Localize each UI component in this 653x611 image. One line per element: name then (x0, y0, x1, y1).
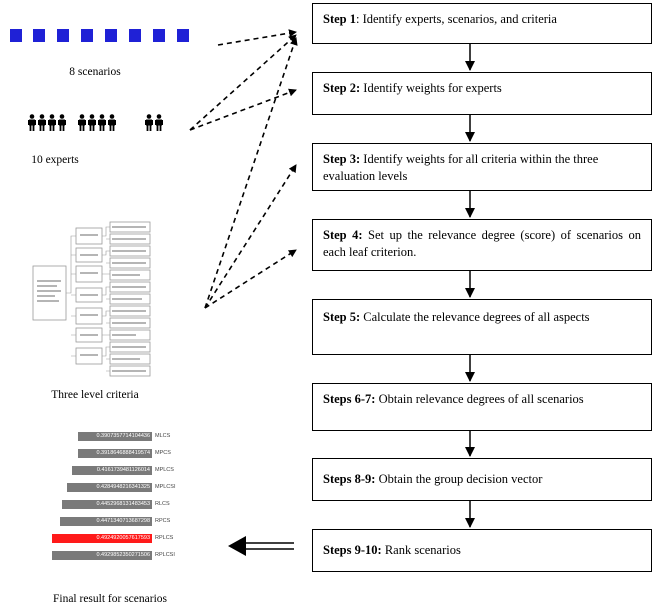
step-text: Obtain the group decision vector (375, 472, 543, 486)
dashed-arrow (204, 164, 297, 309)
result-bar: 0.4929852350271506 (52, 551, 152, 560)
step-label: Step 3: (323, 152, 361, 166)
scenario-square (129, 29, 141, 42)
result-bar: 0.4284948216341325 (67, 483, 152, 492)
step-8-9-box: Steps 8-9: Obtain the group decision vec… (312, 458, 652, 501)
result-bar-label: MPCS (155, 450, 171, 456)
step-1-box: Step 1: Identify experts, scenarios, and… (312, 3, 652, 44)
result-bar: 0.4452968131483453 (62, 500, 152, 509)
step-label: Steps 6-7: (323, 392, 376, 406)
step-label: Step 1 (323, 12, 356, 26)
result-bar-label: RPCS (155, 518, 171, 524)
dashed-arrow (217, 29, 297, 46)
step-text: Obtain relevance degrees of all scenario… (375, 392, 584, 406)
result-bar-label: MLCS (155, 433, 171, 439)
step-label: Steps 8-9: (323, 472, 376, 486)
step-text: Identify weights for all criteria within… (323, 152, 599, 183)
result-bar-label: RPLCS (155, 535, 174, 541)
scenario-square (10, 29, 22, 42)
step-text: Rank scenarios (381, 543, 461, 557)
scenario-square (57, 29, 69, 42)
result-bar: 0.4471340713687298 (60, 517, 152, 526)
step-text: : Identify experts, scenarios, and crite… (356, 12, 557, 26)
result-bar: 0.3907357714104436 (78, 432, 152, 441)
dashed-arrow (189, 88, 297, 131)
result-bar-label: MPLCSI (155, 484, 176, 490)
dashed-arrow (189, 34, 297, 131)
result-bar-label: RLCS (155, 501, 170, 507)
scenario-square (153, 29, 165, 42)
result-bar: 0.3918646888419574 (78, 449, 152, 458)
scenario-square (177, 29, 189, 42)
step-label: Step 2: (323, 81, 361, 95)
experts-caption: 10 experts (31, 154, 79, 166)
step-5-box: Step 5: Calculate the relevance degrees … (312, 299, 652, 355)
step-text: Set up the relevance degree (score) of s… (323, 228, 642, 259)
scenario-square (33, 29, 45, 42)
scenarios-caption: 8 scenarios (69, 66, 121, 78)
step-2-box: Step 2: Identify weights for experts (312, 72, 652, 115)
step-label: Step 4: (323, 228, 363, 242)
dashed-arrow (204, 37, 298, 309)
double-arrow (228, 536, 294, 556)
step-6-7-box: Steps 6-7: Obtain relevance degrees of a… (312, 383, 652, 431)
result-bar-highlighted: 0.4924920057617593 (52, 534, 152, 543)
step-label: Step 5: (323, 310, 361, 324)
step-4-box: Step 4: Set up the relevance degree (sco… (312, 219, 652, 271)
step-label: Steps 9-10: (323, 543, 382, 557)
step-text: Identify weights for experts (360, 81, 502, 95)
result-bar-label: MPLCS (155, 467, 174, 473)
criteria-caption: Three level criteria (51, 389, 139, 401)
step-text: Calculate the relevance degrees of all a… (360, 310, 590, 324)
result-bar-label: RPLCSI (155, 552, 175, 558)
result-bar: 0.4161739481126014 (72, 466, 152, 475)
scenario-square (105, 29, 117, 42)
final-result-caption: Final result for scenarios (52, 593, 167, 605)
step-3-box: Step 3: Identify weights for all criteri… (312, 143, 652, 191)
scenario-square (81, 29, 93, 42)
step-9-10-box: Steps 9-10: Rank scenarios (312, 529, 652, 572)
